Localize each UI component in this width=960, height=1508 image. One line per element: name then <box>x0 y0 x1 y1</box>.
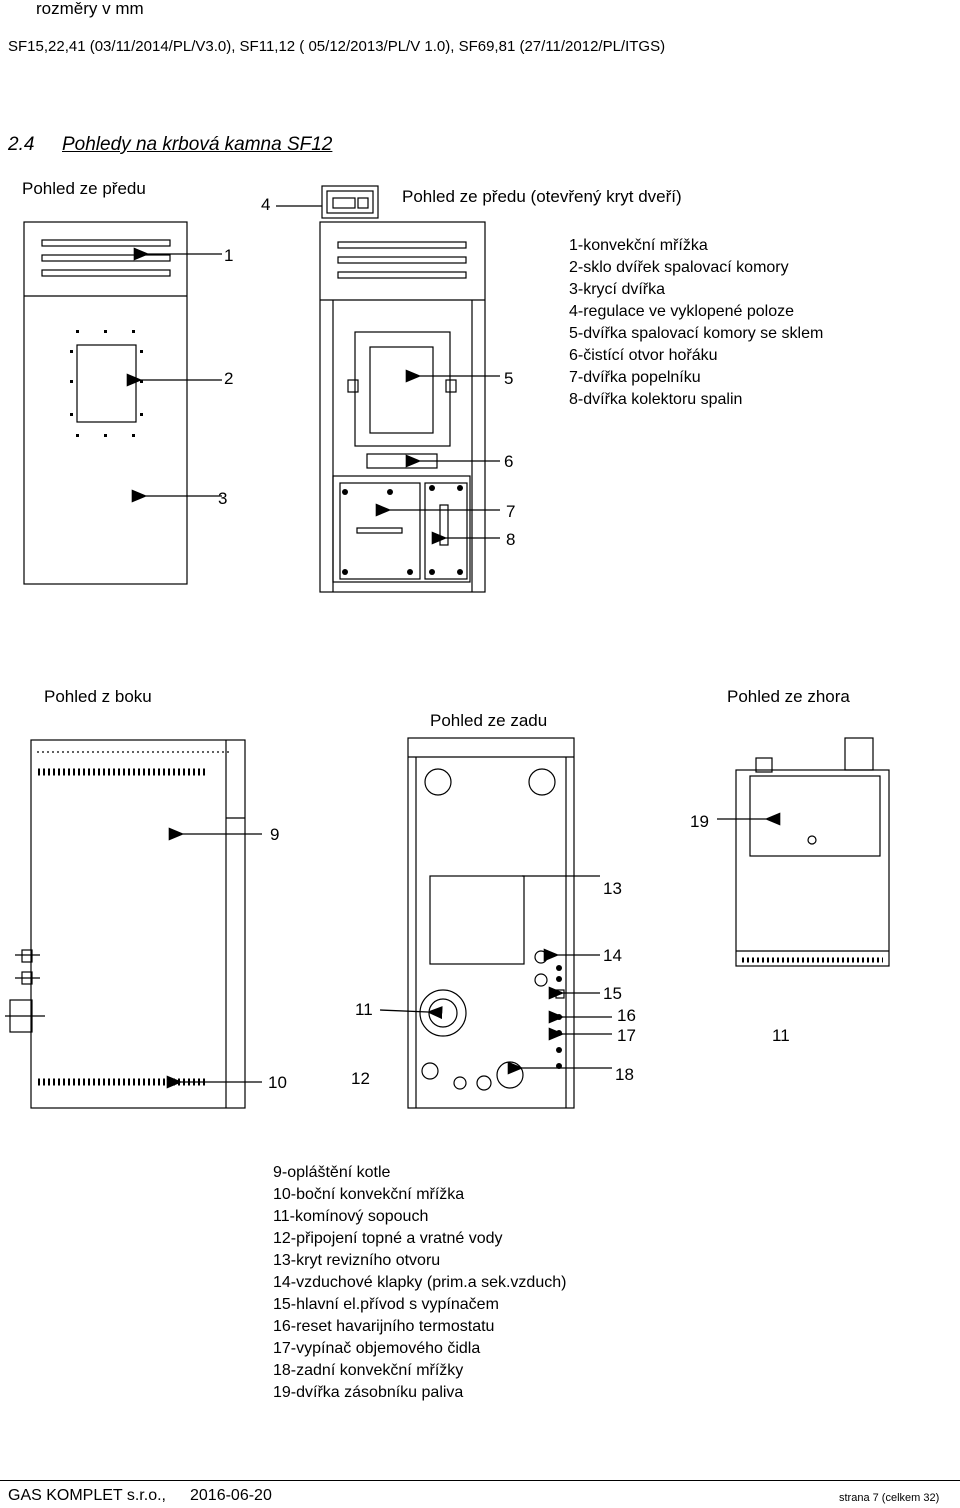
legend-item: 4-regulace ve vyklopené poloze <box>569 303 795 320</box>
legend-item: 14-vzduchové klapky (prim.a sek.vzduch) <box>273 1274 567 1291</box>
callout-19: 19 <box>690 812 709 831</box>
back-view-drawing <box>407 737 575 1109</box>
legend-item: 7-dvířka popelníku <box>569 369 701 386</box>
callout-14: 14 <box>603 946 622 965</box>
model-versions: SF15,22,41 (03/11/2014/PL/V3.0), SF11,12… <box>8 38 666 55</box>
top-view-title: Pohled ze zhora <box>727 687 850 706</box>
callout-1: 1 <box>224 246 234 265</box>
side-view-title: Pohled z boku <box>44 687 152 706</box>
side-view-drawing <box>5 739 246 1109</box>
footer-date: 2016-06-20 <box>190 1487 272 1504</box>
callout-7: 7 <box>506 502 516 521</box>
callout-2: 2 <box>224 369 234 388</box>
legend-item: 16-reset havarijního termostatu <box>273 1318 495 1335</box>
legend-item: 10-boční konvekční mřížka <box>273 1186 465 1203</box>
legend-item: 3-krycí dvířka <box>569 281 666 298</box>
legend-item: 18-zadní konvekční mřížky <box>273 1362 464 1379</box>
callout-11-back: 11 <box>355 1000 373 1019</box>
callout-6: 6 <box>504 452 514 471</box>
legend-item: 8-dvířka kolektoru spalin <box>569 391 743 408</box>
footer-page: strana 7 (celkem 32) <box>839 1492 940 1504</box>
front-open-view-title: Pohled ze předu (otevřený kryt dveří) <box>402 187 682 206</box>
callout-4: 4 <box>261 195 271 214</box>
legend-item: 9-opláštění kotle <box>273 1164 391 1181</box>
controller-drawing <box>321 185 379 219</box>
callout-9: 9 <box>270 825 280 844</box>
front-view-drawing <box>23 221 188 585</box>
back-view-title: Pohled ze zadu <box>430 711 548 730</box>
legend-item: 12-připojení topné a vratné vody <box>273 1230 503 1247</box>
front-open-view-drawing <box>319 221 486 593</box>
front-legend: 1-konvekční mřížka 2-sklo dvířek spalova… <box>569 235 823 411</box>
leader-arrows <box>126 205 781 1089</box>
callout-11-top: 11 <box>772 1026 790 1045</box>
legend-item: 17-vypínač objemového čidla <box>273 1340 481 1357</box>
callout-15: 15 <box>603 984 622 1003</box>
legend-item: 13-kryt revizního otvoru <box>273 1252 441 1269</box>
callout-12: 12 <box>351 1069 370 1088</box>
callout-17: 17 <box>617 1026 636 1045</box>
legend-item: 1-konvekční mřížka <box>569 237 708 254</box>
callout-8: 8 <box>506 530 516 549</box>
legend-item: 15-hlavní el.přívod s vypínačem <box>273 1296 499 1313</box>
footer-divider <box>0 1480 960 1481</box>
top-view-drawing <box>735 737 890 967</box>
legend-item: 11-komínový sopouch <box>273 1208 429 1225</box>
section-title: Pohledy na krbová kamna SF12 <box>62 134 333 155</box>
callout-18: 18 <box>615 1065 634 1084</box>
callout-5: 5 <box>504 369 514 388</box>
front-view-title: Pohled ze předu <box>22 179 146 198</box>
units-note: rozměry v mm <box>36 0 144 18</box>
callout-3: 3 <box>218 489 228 508</box>
callout-16: 16 <box>617 1006 636 1025</box>
callout-10: 10 <box>268 1073 287 1092</box>
footer-company: GAS KOMPLET s.r.o., <box>8 1487 166 1504</box>
callout-13: 13 <box>603 879 622 898</box>
section-number: 2.4 <box>8 134 35 155</box>
legend-item: 2-sklo dvířek spalovací komory <box>569 259 789 276</box>
back-legend: 9-opláštění kotle 10-boční konvekční mří… <box>273 1162 566 1404</box>
legend-item: 5-dvířka spalovací komory se sklem <box>569 325 824 342</box>
legend-item: 19-dvířka zásobníku paliva <box>273 1384 464 1401</box>
legend-item: 6-čistící otvor hořáku <box>569 347 718 364</box>
